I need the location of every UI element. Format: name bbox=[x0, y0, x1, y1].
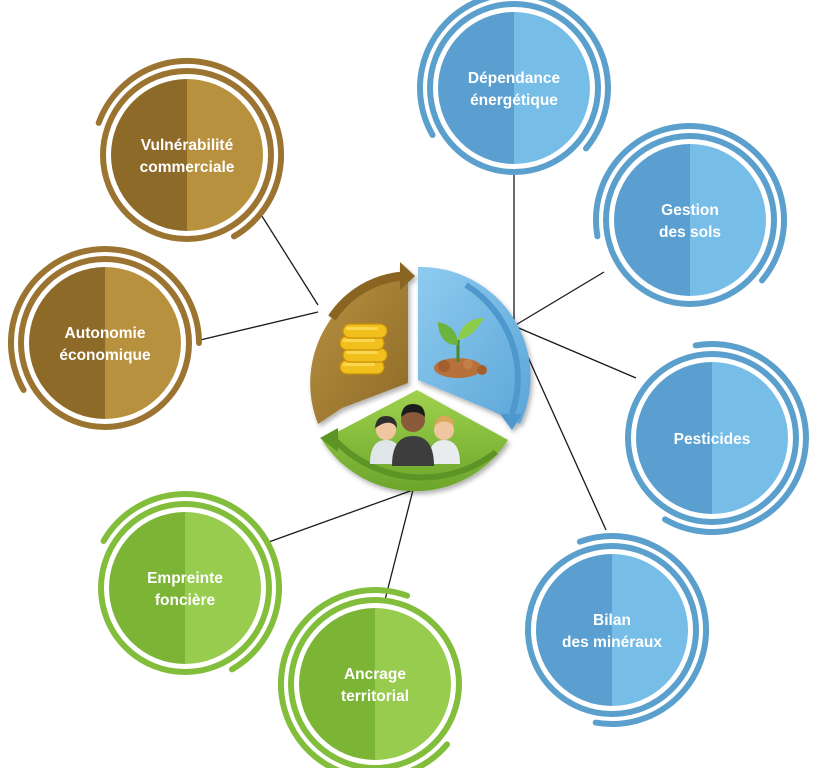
connector-ancrage bbox=[384, 489, 414, 601]
node-label-line: Pesticides bbox=[674, 431, 751, 448]
connector-vulnerabilite bbox=[259, 212, 319, 306]
node-label-line: foncière bbox=[155, 592, 216, 609]
node-gestion-des-sols: Gestion des sols bbox=[592, 123, 787, 307]
node-label-line: Autonomie bbox=[65, 325, 146, 342]
people-icon bbox=[370, 404, 460, 466]
node-label-line: énergétique bbox=[470, 92, 558, 109]
node-label-line: Bilan bbox=[593, 612, 631, 629]
disc-right-half bbox=[612, 554, 688, 706]
node-dependance-energetique: Dépendance énergétique bbox=[416, 0, 611, 175]
node-label-line: commerciale bbox=[140, 159, 235, 176]
disc-left-half bbox=[29, 267, 105, 419]
node-label-line: des sols bbox=[659, 224, 721, 241]
center-segment-blue bbox=[418, 266, 531, 430]
node-label: Pesticides bbox=[674, 431, 751, 448]
disc-left-half bbox=[111, 79, 187, 231]
center-wheel bbox=[310, 262, 531, 492]
node-bilan-des-mineraux: Bilan des minéraux bbox=[525, 533, 709, 728]
outer-arc bbox=[100, 491, 282, 673]
node-vulnerabilite-commerciale: Vulnérabilité commerciale bbox=[95, 57, 285, 242]
seedling-icon bbox=[434, 318, 487, 378]
node-label: Autonomie économique bbox=[59, 325, 151, 364]
disc-right-half bbox=[375, 608, 451, 760]
node-label-line: Gestion bbox=[661, 202, 719, 219]
coins-icon bbox=[339, 323, 388, 375]
disc-right-half bbox=[187, 79, 263, 231]
connector-bilan bbox=[513, 325, 607, 531]
node-label: Ancrage territorial bbox=[341, 666, 409, 705]
node-label: Bilan des minéraux bbox=[562, 612, 662, 651]
disc-left-half bbox=[299, 608, 375, 760]
disc-left-half bbox=[536, 554, 612, 706]
outer-arc bbox=[592, 123, 787, 284]
node-label: Dépendance énergétique bbox=[468, 70, 561, 109]
node-ancrage-territorial: Ancrage territorial bbox=[278, 587, 462, 768]
node-label-line: Empreinte bbox=[147, 570, 223, 587]
node-label-line: économique bbox=[59, 347, 151, 364]
node-label: Gestion des sols bbox=[659, 202, 721, 241]
connector-pesticides bbox=[513, 325, 637, 379]
disc-left-half bbox=[438, 12, 514, 164]
node-autonomie-economique: Autonomie économique bbox=[8, 246, 202, 430]
node-pesticides: Pesticides bbox=[625, 340, 809, 535]
node-label-line: Ancrage bbox=[344, 666, 406, 683]
outer-arc bbox=[576, 533, 709, 728]
node-label-line: des minéraux bbox=[562, 634, 662, 651]
node-label: Vulnérabilité commerciale bbox=[140, 137, 235, 176]
outer-arc bbox=[95, 57, 285, 240]
node-label-line: territorial bbox=[341, 688, 409, 705]
node-label: Empreinte foncière bbox=[147, 570, 223, 609]
outer-arc bbox=[278, 587, 450, 768]
outer-arc bbox=[8, 246, 202, 393]
connector-lines bbox=[195, 158, 637, 601]
node-empreinte-fonciere: Empreinte foncière bbox=[98, 491, 282, 675]
disc-left-half bbox=[614, 144, 690, 296]
disc-right-half bbox=[185, 512, 261, 664]
disc-right-half bbox=[514, 12, 590, 164]
connector-autonomie bbox=[195, 311, 319, 342]
outer-arc bbox=[416, 0, 611, 152]
disc-right-half bbox=[690, 144, 766, 296]
disc-left-half bbox=[109, 512, 185, 664]
disc-right-half bbox=[105, 267, 181, 419]
connector-empreinte bbox=[265, 489, 414, 544]
node-label-line: Dépendance bbox=[468, 70, 561, 87]
node-label-line: Vulnérabilité bbox=[141, 137, 234, 154]
outer-arc bbox=[662, 340, 809, 535]
connector-gestion bbox=[513, 271, 605, 327]
